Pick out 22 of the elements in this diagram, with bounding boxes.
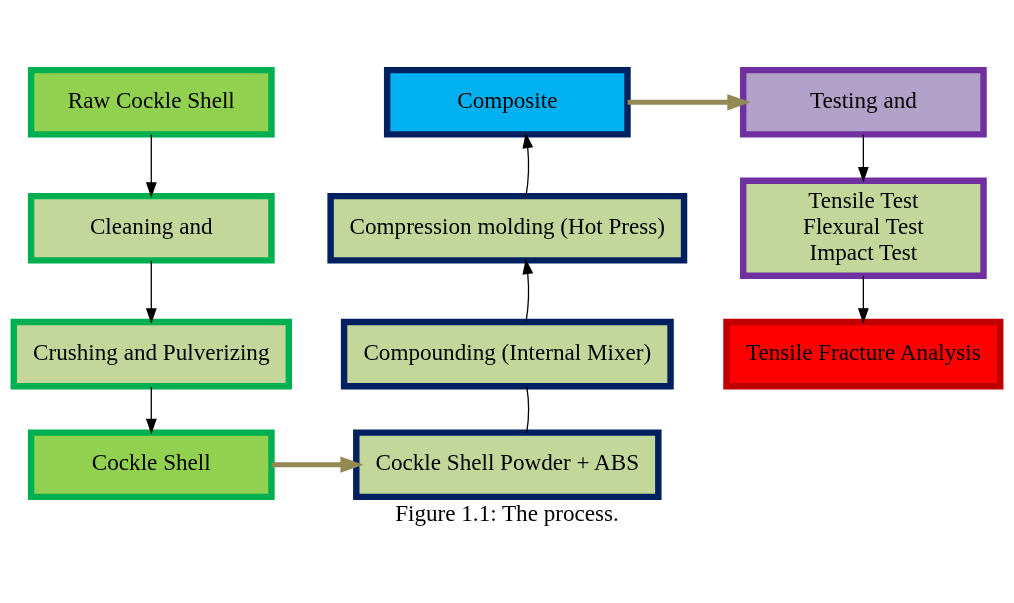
- arrow: [145, 386, 157, 435]
- node-box: Compression molding (Hot Press): [327, 192, 688, 264]
- node-box: Composite: [383, 66, 631, 138]
- arrow: [857, 134, 869, 183]
- node-box: Compounding (Internal Mixer): [340, 318, 674, 390]
- connector: [526, 386, 530, 433]
- node-box: Tensile Fracture Analysis: [723, 318, 1004, 390]
- arrow: [145, 134, 157, 198]
- arrow: [627, 94, 751, 111]
- node-box: Testing and: [739, 66, 987, 138]
- node-box: Crushing and Pulverizing: [10, 318, 293, 390]
- node-box: Tensile Test Flexural Test Impact Test: [739, 177, 987, 279]
- arrow: [522, 258, 534, 323]
- node-box: Cleaning and: [27, 192, 275, 264]
- node-box: Raw Cockle Shell: [27, 66, 275, 138]
- arrow: [522, 132, 534, 197]
- node-box: Cockle Shell Powder + ABS: [353, 429, 662, 501]
- arrow: [271, 456, 364, 473]
- arrow: [145, 260, 157, 324]
- arrow: [857, 275, 869, 324]
- node-box: Cockle Shell: [27, 429, 275, 501]
- caption: Figure 1.1: The process.: [395, 499, 619, 526]
